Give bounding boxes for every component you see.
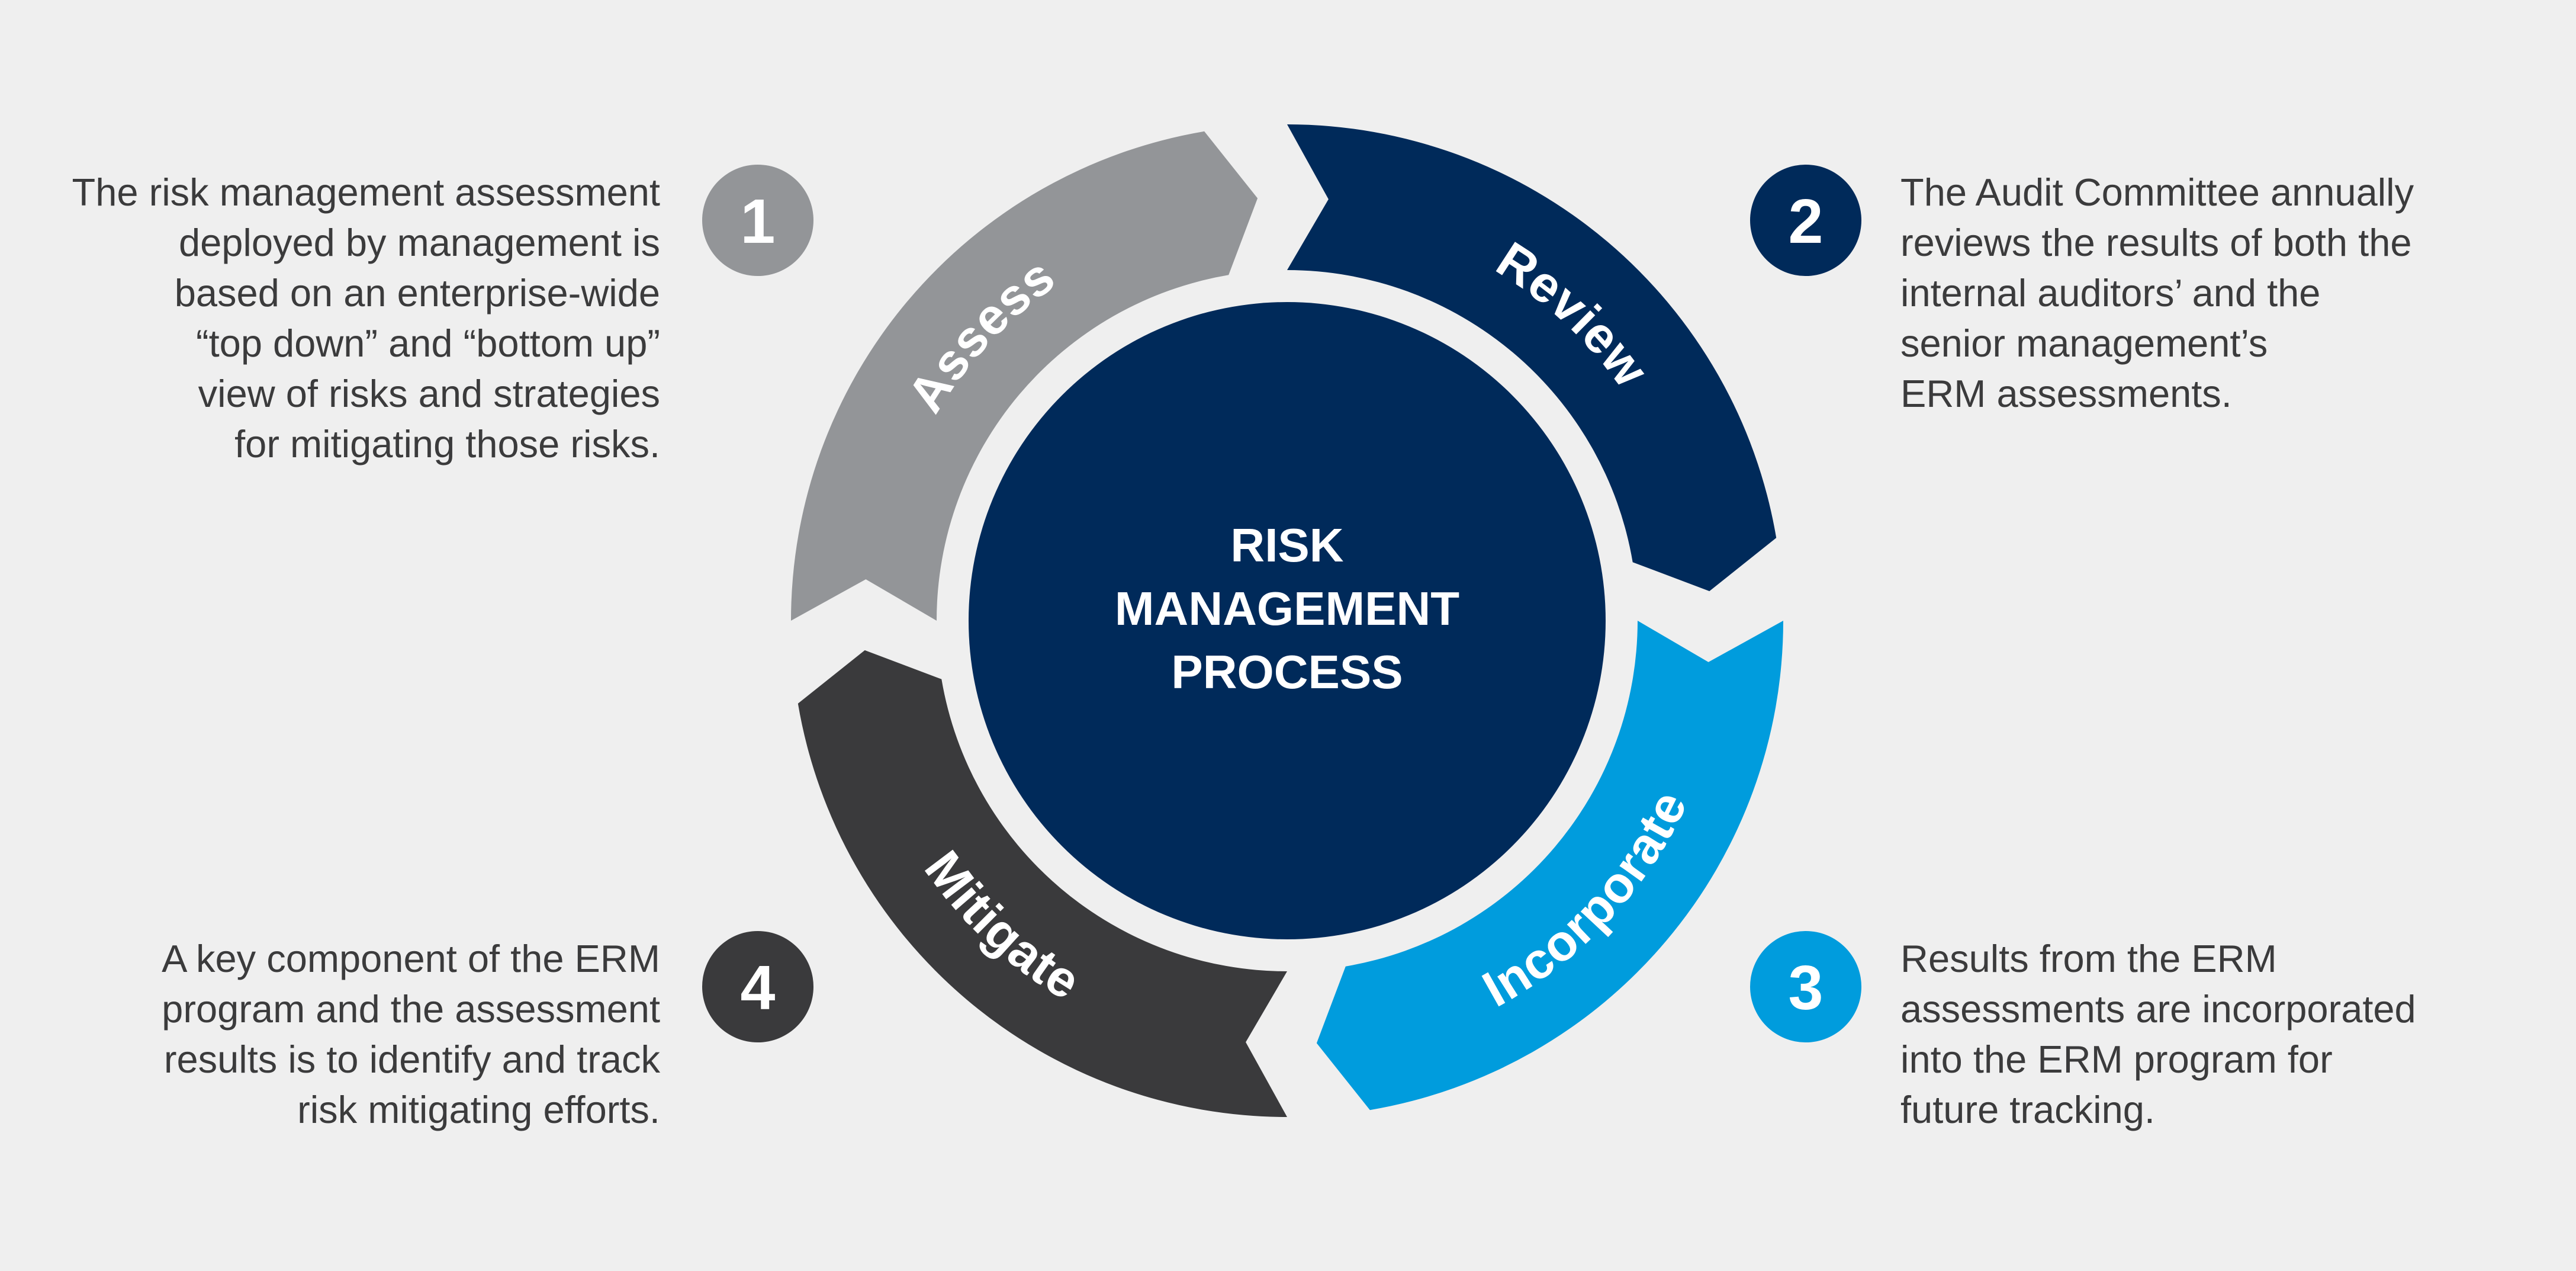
- description-line: internal auditors’ and the: [1900, 271, 2321, 314]
- center-title-line-1: RISK: [1230, 519, 1343, 572]
- description-line: Results from the ERM: [1900, 937, 2277, 980]
- mitigate-description: A key component of the ERM program and t…: [162, 933, 660, 1135]
- description-line: The Audit Committee annually: [1900, 171, 2414, 214]
- center-circle: [969, 302, 1606, 939]
- step-badge-4: 4: [702, 931, 813, 1042]
- incorporate-description: Results from the ERM assessments are inc…: [1900, 933, 2416, 1135]
- description-line: program and the assessment: [162, 987, 660, 1031]
- center-title-line-3: PROCESS: [1171, 646, 1403, 698]
- description-line: results is to identify and track: [163, 1038, 660, 1081]
- description-line: risk mitigating efforts.: [297, 1088, 660, 1131]
- step-badge-2: 2: [1750, 165, 1861, 276]
- description-line: “top down” and “bottom up”: [195, 322, 660, 365]
- svg-text:2: 2: [1789, 187, 1824, 256]
- description-line: deployed by management is: [178, 221, 660, 264]
- description-line: The risk management assessment: [72, 171, 660, 214]
- description-line: senior management’s: [1900, 322, 2268, 365]
- description-line: ERM assessments.: [1900, 372, 2232, 415]
- description-line: A key component of the ERM: [162, 937, 660, 980]
- svg-text:3: 3: [1789, 953, 1824, 1023]
- center-title-line-2: MANAGEMENT: [1115, 582, 1459, 635]
- review-arrow: [1287, 124, 1777, 592]
- step-badge-1: 1: [702, 165, 813, 276]
- step-badge-3: 3: [1750, 931, 1861, 1042]
- incorporate-arrow: [1316, 621, 1783, 1110]
- assess-arrow: [791, 131, 1258, 621]
- mitigate-arrow: [797, 650, 1287, 1117]
- description-line: future tracking.: [1900, 1088, 2155, 1131]
- review-description: The Audit Committee annually reviews the…: [1900, 167, 2414, 419]
- description-line: view of risks and strategies: [198, 372, 660, 415]
- description-line: based on an enterprise-wide: [174, 271, 660, 314]
- description-line: for mitigating those risks.: [234, 422, 660, 466]
- description-line: reviews the results of both the: [1900, 221, 2412, 264]
- svg-text:4: 4: [741, 953, 776, 1023]
- description-line: into the ERM program for: [1900, 1038, 2333, 1081]
- description-line: assessments are incorporated: [1900, 987, 2416, 1031]
- svg-text:1: 1: [741, 187, 776, 256]
- assess-description: The risk management assessment deployed …: [72, 167, 660, 469]
